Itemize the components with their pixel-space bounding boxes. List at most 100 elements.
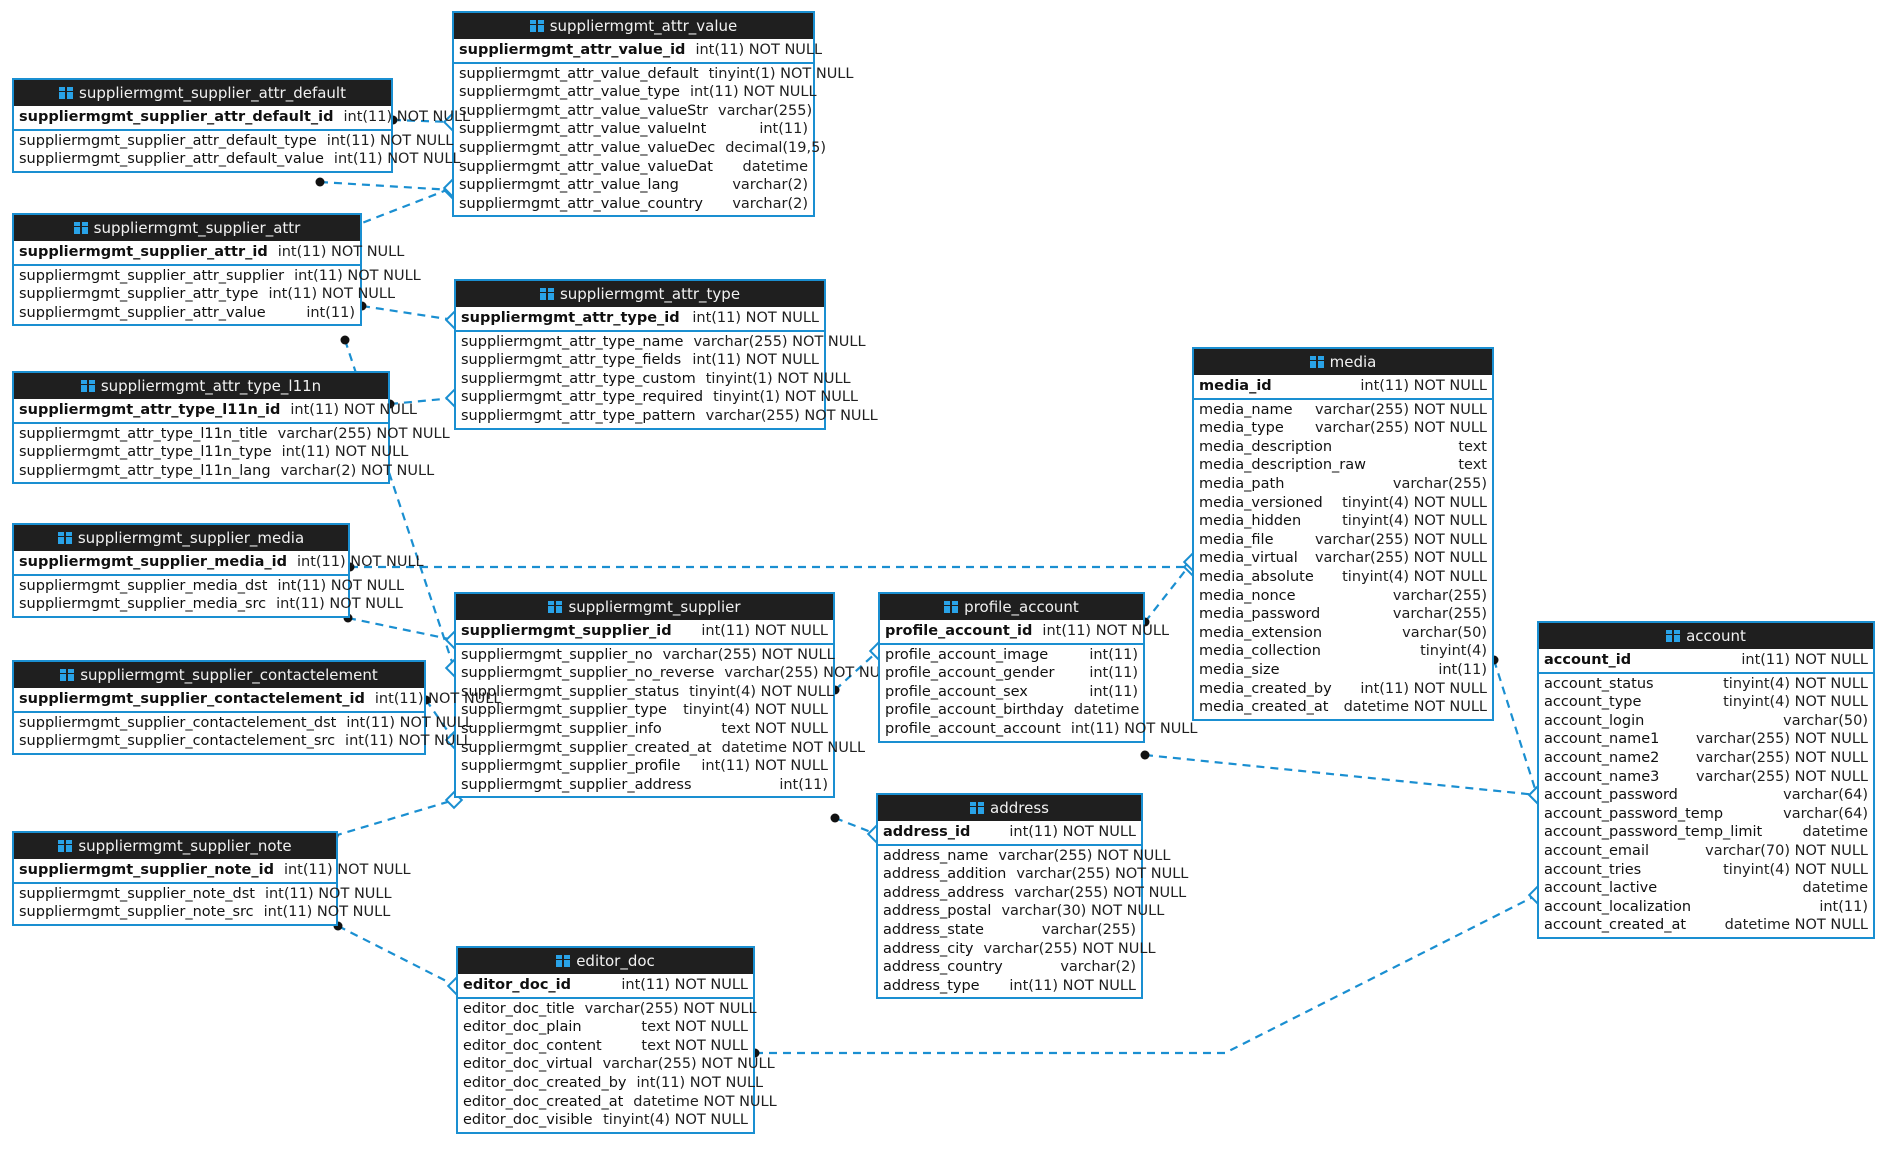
- field-type: varchar(2): [732, 195, 808, 212]
- primary-key-name: suppliermgmt_supplier_note_id: [19, 862, 274, 878]
- entity-table-suppliermgmt_attr_type_l11n[interactable]: suppliermgmt_attr_type_l11n suppliermgmt_…: [12, 371, 450, 485]
- field-name: account_type: [1544, 694, 1642, 711]
- field-type: varchar(255) NOT NULL: [1016, 866, 1189, 883]
- field-name: address_postal: [883, 903, 992, 920]
- field-name: suppliermgmt_attr_value_default: [459, 65, 699, 82]
- field-type: varchar(255): [1041, 921, 1136, 938]
- field-type: int(11) NOT NULL: [268, 286, 396, 303]
- entity-header[interactable]: account: [1539, 623, 1873, 649]
- entity-header[interactable]: suppliermgmt_supplier: [456, 594, 833, 620]
- field-type: varchar(255) NOT NULL: [998, 847, 1171, 864]
- field-type: varchar(2): [732, 177, 808, 194]
- relation-source-dot: [1140, 750, 1150, 760]
- field-type: tinyint(4) NOT NULL: [1342, 513, 1487, 530]
- entity-title: suppliermgmt_supplier_attr: [93, 219, 301, 237]
- entity-header[interactable]: suppliermgmt_attr_type_l11n: [14, 373, 388, 399]
- field-type: tinyint(1) NOT NULL: [705, 370, 851, 387]
- relation-rel-suppliernote-editordoc: [333, 921, 466, 996]
- field-type: varchar(255) NOT NULL: [705, 407, 878, 424]
- primary-key-type: int(11) NOT NULL: [1042, 623, 1170, 639]
- primary-key-type: int(11) NOT NULL: [1741, 652, 1868, 668]
- entity-header[interactable]: suppliermgmt_attr_value: [454, 13, 813, 39]
- field-type: datetime NOT NULL: [721, 739, 866, 756]
- entity-title: profile_account: [964, 598, 1079, 616]
- entity-header[interactable]: suppliermgmt_supplier_attr_default: [14, 80, 391, 106]
- field-name: suppliermgmt_supplier_note_src: [19, 904, 254, 921]
- entity-table-suppliermgmt_supplier_media[interactable]: suppliermgmt_supplier_media suppliermgmt_…: [12, 523, 424, 618]
- entity-header[interactable]: profile_account: [880, 594, 1143, 620]
- entity-header[interactable]: address: [878, 795, 1141, 821]
- entity-header[interactable]: suppliermgmt_attr_type: [456, 281, 824, 307]
- field-name: account_name2: [1544, 749, 1660, 766]
- field-name: address_addition: [883, 866, 1007, 883]
- field-type: varchar(255) NOT NULL: [662, 646, 835, 663]
- field-name: suppliermgmt_supplier_type: [461, 702, 667, 719]
- field-type: varchar(255) NOT NULL: [1314, 550, 1487, 567]
- field-name: media_nonce: [1199, 587, 1296, 604]
- field-name: media_password: [1199, 606, 1321, 623]
- entity-header[interactable]: suppliermgmt_supplier_media: [14, 525, 348, 551]
- entity-header[interactable]: suppliermgmt_supplier_note: [14, 833, 336, 859]
- field-type: tinyint(4) NOT NULL: [1723, 694, 1868, 711]
- entity-header[interactable]: media: [1194, 349, 1492, 375]
- entity-header[interactable]: suppliermgmt_supplier_attr: [14, 215, 360, 241]
- field-name: suppliermgmt_attr_value_valueDat: [459, 158, 713, 175]
- entity-table-suppliermgmt_attr_value[interactable]: suppliermgmt_attr_value suppliermgmt_attr…: [452, 11, 853, 218]
- field-type: varchar(255) NOT NULL: [724, 665, 897, 682]
- field-type: int(11): [779, 776, 828, 793]
- entity-table-suppliermgmt_supplier_note[interactable]: suppliermgmt_supplier_note suppliermgmt_s…: [12, 831, 411, 926]
- table-icon: [944, 601, 959, 613]
- field-name: media_name: [1199, 401, 1293, 418]
- primary-key-name: suppliermgmt_attr_type_id: [461, 310, 680, 326]
- table-icon: [57, 532, 72, 544]
- field-type: tinyint(4) NOT NULL: [603, 1112, 748, 1129]
- field-type: text NOT NULL: [641, 1037, 748, 1054]
- entity-table-suppliermgmt_supplier[interactable]: suppliermgmt_supplier suppliermgmt_suppli…: [454, 592, 896, 799]
- primary-key-type: int(11) NOT NULL: [701, 623, 828, 639]
- field-type: int(11): [306, 304, 355, 321]
- field-name: media_created_by: [1199, 680, 1332, 697]
- table-icon: [556, 955, 571, 967]
- field-name: account_password_temp: [1544, 805, 1724, 822]
- entity-fields: suppliermgmt_supplier_contactelement_dst…: [14, 713, 473, 753]
- entity-header[interactable]: suppliermgmt_supplier_contactelement: [14, 662, 424, 688]
- field-name: media_file: [1199, 531, 1274, 548]
- primary-key-name: suppliermgmt_supplier_media_id: [19, 554, 287, 570]
- field-name: suppliermgmt_supplier_profile: [461, 758, 681, 775]
- field-name: profile_account_gender: [885, 665, 1055, 682]
- field-type: int(11) NOT NULL: [281, 444, 409, 461]
- entity-header[interactable]: editor_doc: [458, 948, 753, 974]
- field-type: tinyint(1) NOT NULL: [708, 65, 854, 82]
- table-icon: [539, 288, 554, 300]
